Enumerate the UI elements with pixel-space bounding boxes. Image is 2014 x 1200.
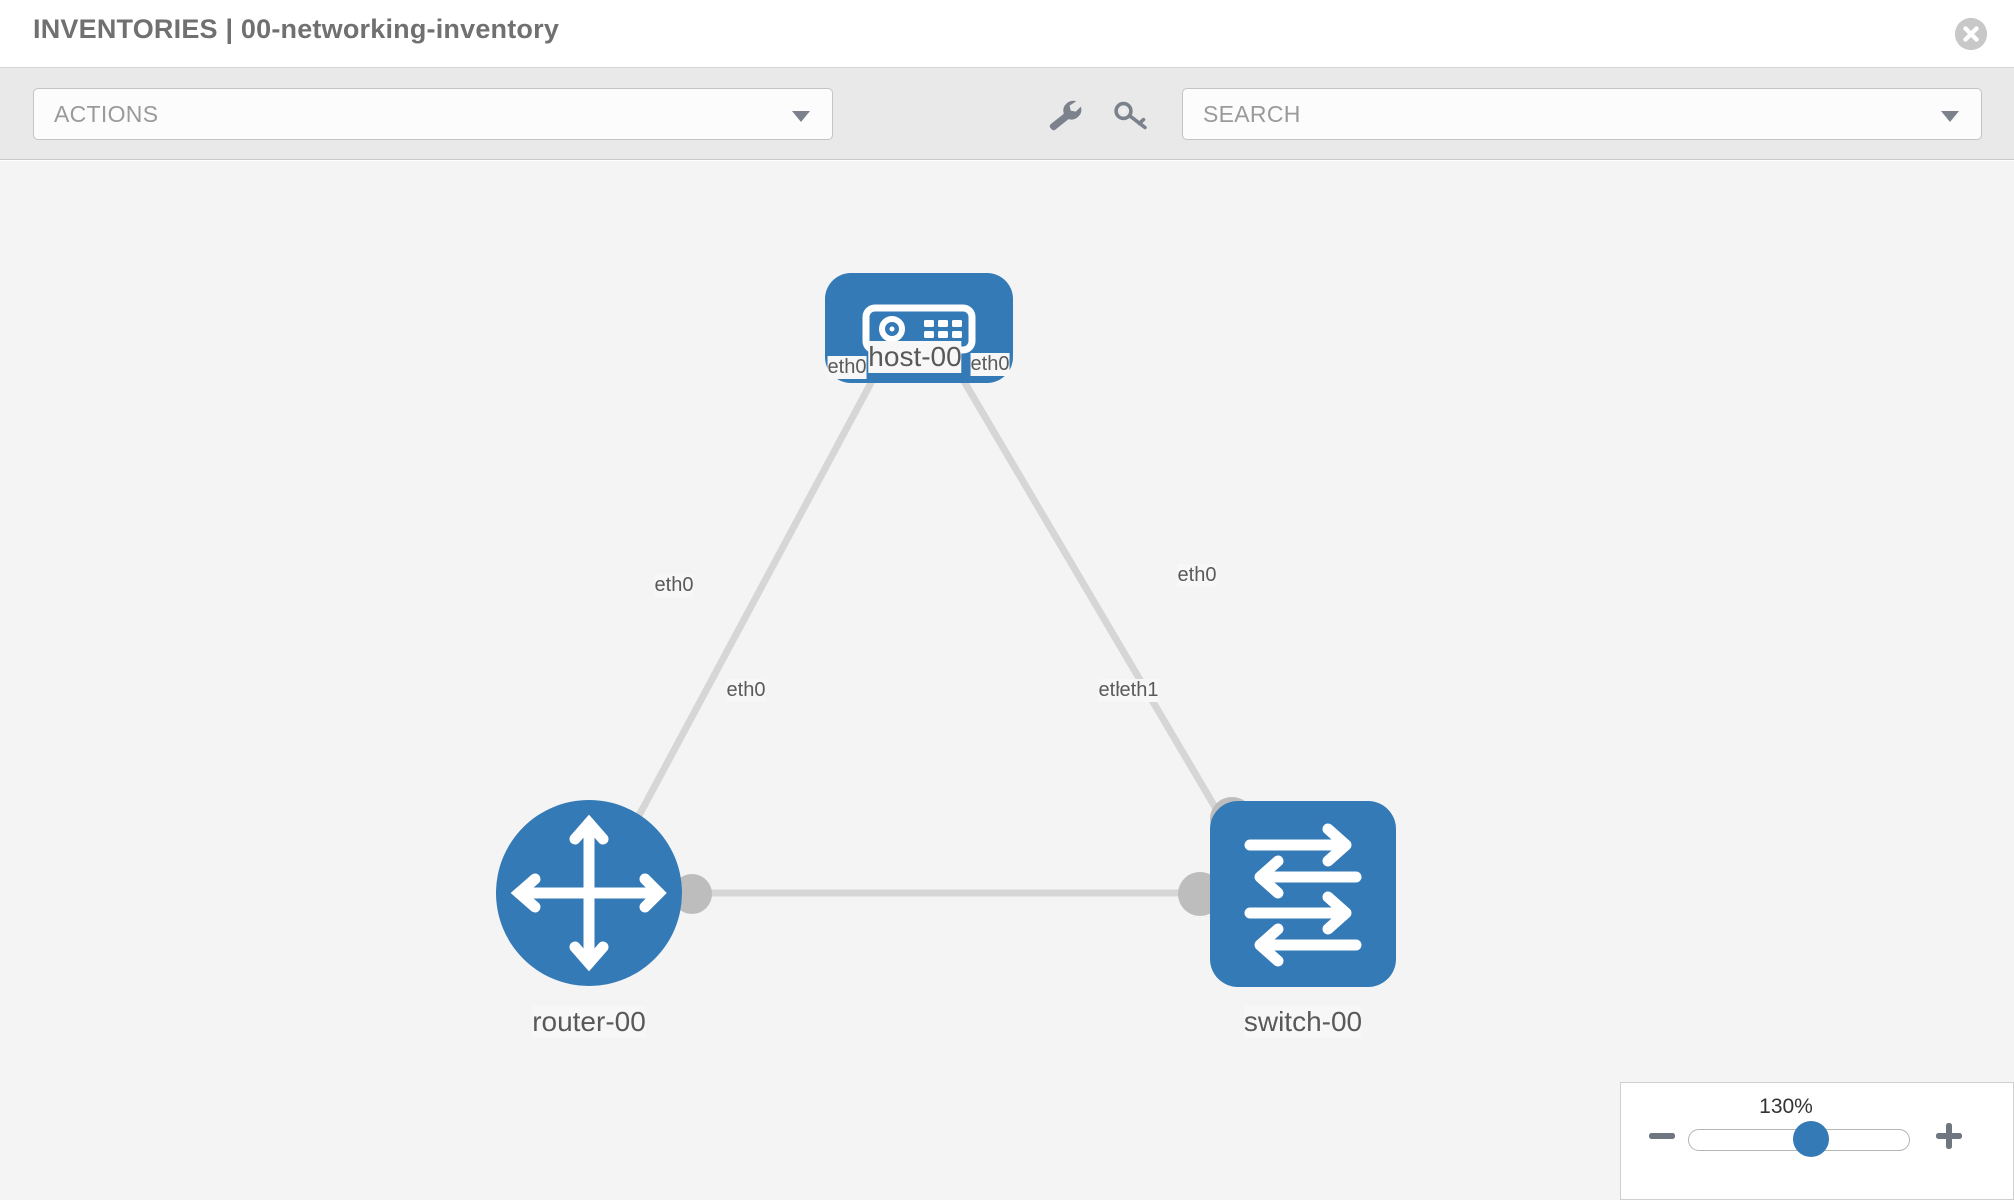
switch-arrows-icon [1244,823,1362,967]
plus-icon[interactable] [1932,1119,1966,1153]
node-label-switch-00: switch-00 [1243,1006,1363,1038]
router-arrows-icon [510,814,667,972]
wrench-icon[interactable] [1045,98,1085,132]
zoom-slider-thumb[interactable] [1793,1121,1829,1157]
edge-label-switch00-eth1: eth1 [1119,679,1159,702]
zoom-level-label: 130% [1759,1095,1813,1118]
chevron-down-icon[interactable] [1941,111,1959,122]
search-placeholder: SEARCH [1203,101,1301,127]
minus-icon[interactable] [1645,1119,1679,1153]
edge-label-host00-eth0-right: eth0 [970,353,1010,376]
close-icon[interactable] [1955,18,1987,50]
node-router-00 [496,800,682,986]
edge-label-host00-eth0-left: eth0 [827,356,867,379]
edge-label-router00-uplink-eth0: eth0 [654,574,694,597]
topology-canvas[interactable]: host-00 router-00 switch-00 eth0 eth0 et… [0,161,2014,1200]
page-header: INVENTORIES | 00-networking-inventory [0,0,2014,68]
edge-label-router00-eth0: eth0 [726,679,766,702]
node-switch-00 [1210,801,1396,987]
edge-host00-router00 [616,364,884,853]
page-title: INVENTORIES | 00-networking-inventory [33,14,560,44]
edge-host00-switch00 [951,364,1239,843]
node-label-router-00: router-00 [532,1006,646,1038]
edge-label-switch00-uplink-eth0: eth0 [1177,564,1217,587]
actions-dropdown-label: ACTIONS [54,101,159,127]
node-label-host-00: host-00 [868,341,962,373]
topology-graph [496,273,1396,987]
key-icon[interactable] [1112,98,1152,132]
search-input[interactable]: SEARCH [1182,88,1982,140]
topology-edges [616,364,1239,897]
connector-router00-eth0 [672,874,712,914]
topology-connectors [672,331,1254,916]
actions-dropdown[interactable]: ACTIONS [33,88,833,140]
toolbar: ACTIONS SEARCH [0,68,2014,160]
chevron-down-icon [792,111,810,122]
zoom-control-panel: 130% [1620,1082,2014,1200]
